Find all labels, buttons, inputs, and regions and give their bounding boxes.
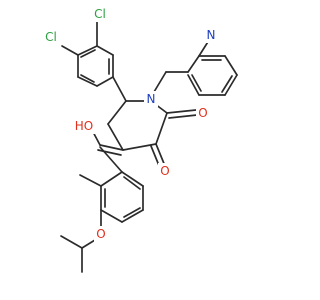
- pyridine-nitrogen-label: N: [207, 28, 216, 42]
- bond: [100, 171, 123, 187]
- bond: [77, 76, 98, 87]
- bond: [221, 75, 233, 93]
- bond: [99, 146, 123, 173]
- bond: [112, 76, 127, 102]
- carbonyl-oxygen-label-bottom: O: [160, 164, 169, 178]
- structure-diagram: Cl Cl N N O O HO O: [40, 6, 238, 273]
- bond: [77, 45, 98, 56]
- bond: [121, 209, 144, 223]
- hydroxyl-label: HO: [75, 119, 93, 133]
- bond: [61, 45, 79, 56]
- label-backdrop: [144, 91, 158, 107]
- label-backdrop: [87, 6, 109, 22]
- bonds: [60, 21, 238, 273]
- label-backdrop: [40, 28, 62, 44]
- bond: [123, 207, 141, 218]
- bond: [121, 171, 144, 187]
- ring-nitrogen-label: N: [147, 92, 156, 106]
- bond: [60, 235, 83, 249]
- bond: [191, 74, 202, 92]
- bond: [99, 144, 124, 151]
- bond: [187, 55, 200, 73]
- bond: [155, 143, 166, 167]
- label-backdrop: [158, 163, 172, 179]
- bond: [187, 74, 200, 96]
- bond: [166, 109, 197, 114]
- bond: [80, 74, 95, 83]
- chlorine-label-top: Cl: [94, 7, 106, 21]
- carbonyl-oxygen-label-right: O: [198, 106, 207, 120]
- bond: [123, 176, 141, 190]
- bond: [107, 123, 124, 151]
- bond: [224, 55, 238, 76]
- atom-labels: Cl Cl N N O O HO O: [40, 6, 218, 242]
- label-backdrop: [94, 226, 108, 242]
- bond: [97, 149, 122, 156]
- bond: [100, 209, 123, 223]
- bond: [96, 76, 114, 87]
- bond: [122, 143, 157, 151]
- bond: [79, 174, 102, 187]
- chlorine-label-left: Cl: [45, 30, 57, 44]
- ether-oxygen-label: O: [96, 227, 105, 241]
- molecule-canvas: Cl Cl N N O O HO O: [40, 6, 238, 273]
- bond: [155, 112, 168, 145]
- bond: [96, 45, 114, 56]
- label-backdrop: [196, 105, 210, 121]
- label-backdrop: [204, 27, 218, 43]
- bond: [224, 74, 238, 96]
- bond: [80, 49, 96, 58]
- bond: [168, 114, 198, 119]
- bond: [107, 100, 127, 125]
- bond: [81, 239, 96, 249]
- label-backdrop: [73, 118, 95, 134]
